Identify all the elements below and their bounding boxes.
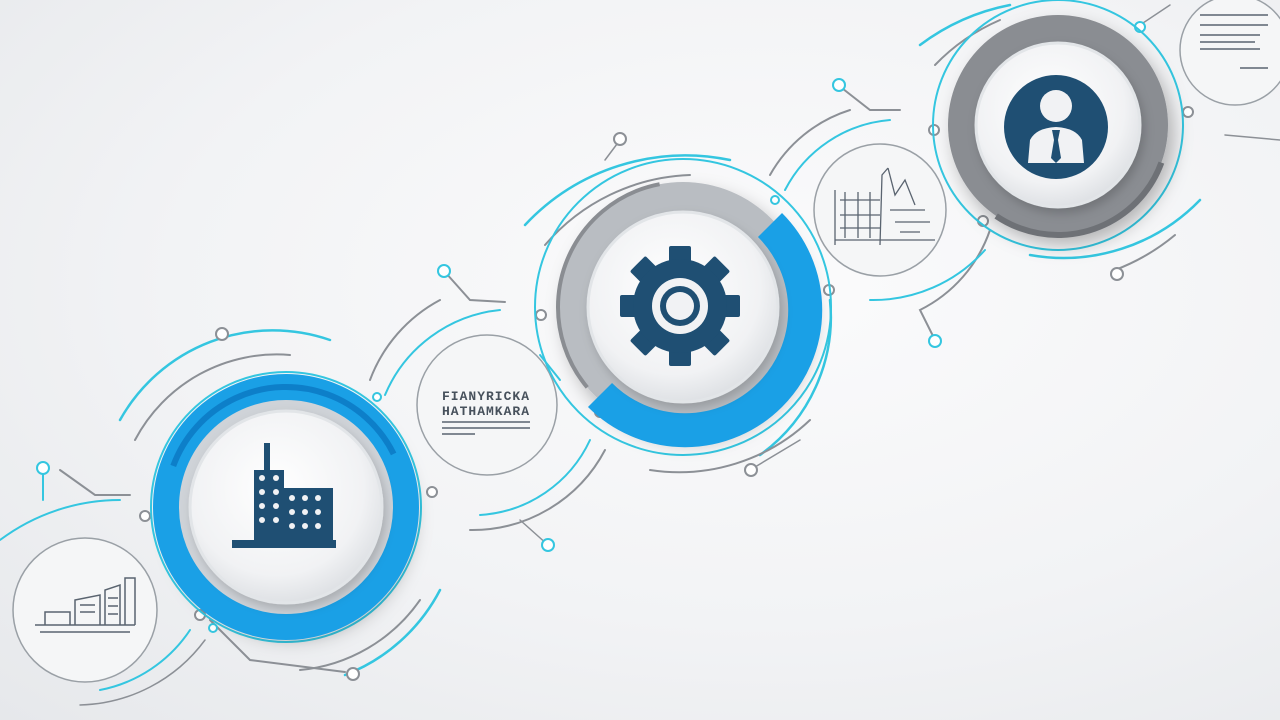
sketch-text-line-1: FIANYRICKA bbox=[442, 389, 530, 404]
connector-dot bbox=[208, 623, 218, 633]
building-sketch-icon bbox=[35, 577, 136, 633]
connector-dot bbox=[36, 461, 50, 475]
connector-dot bbox=[770, 195, 780, 205]
connector-dot bbox=[215, 327, 229, 341]
connector-dot bbox=[541, 538, 555, 552]
step-settings-node[interactable] bbox=[507, 131, 859, 483]
connector-dot bbox=[346, 667, 360, 681]
step-building-node[interactable] bbox=[132, 353, 440, 661]
connector-dot bbox=[832, 78, 846, 92]
connector-dot bbox=[744, 463, 758, 477]
document-sketch-icon bbox=[1200, 14, 1268, 69]
connector-dot bbox=[613, 132, 627, 146]
business-person-icon bbox=[1004, 75, 1108, 179]
connector-dot bbox=[372, 392, 382, 402]
connector-dot bbox=[139, 510, 151, 522]
connector-dot bbox=[1110, 267, 1124, 281]
step-user-node[interactable] bbox=[917, 0, 1199, 266]
connector-dot bbox=[1182, 106, 1194, 118]
sketch-document bbox=[1179, 0, 1280, 106]
office-building-icon bbox=[232, 443, 336, 548]
sketch-text-block: FIANYRICKA HATHAMKARA bbox=[416, 334, 558, 476]
text-block-sketch-icon: FIANYRICKA HATHAMKARA bbox=[442, 389, 530, 435]
connector-dot bbox=[426, 486, 438, 498]
sketch-chart bbox=[813, 143, 947, 277]
connector-dot bbox=[928, 334, 942, 348]
sketch-text-line-2: HATHAMKARA bbox=[442, 404, 530, 419]
gear-icon bbox=[620, 246, 740, 366]
circuit-lines bbox=[0, 3, 1280, 706]
chart-sketch-icon bbox=[834, 167, 935, 246]
connector-dot bbox=[437, 264, 451, 278]
sketch-building bbox=[12, 537, 158, 683]
connector-dot bbox=[535, 309, 547, 321]
